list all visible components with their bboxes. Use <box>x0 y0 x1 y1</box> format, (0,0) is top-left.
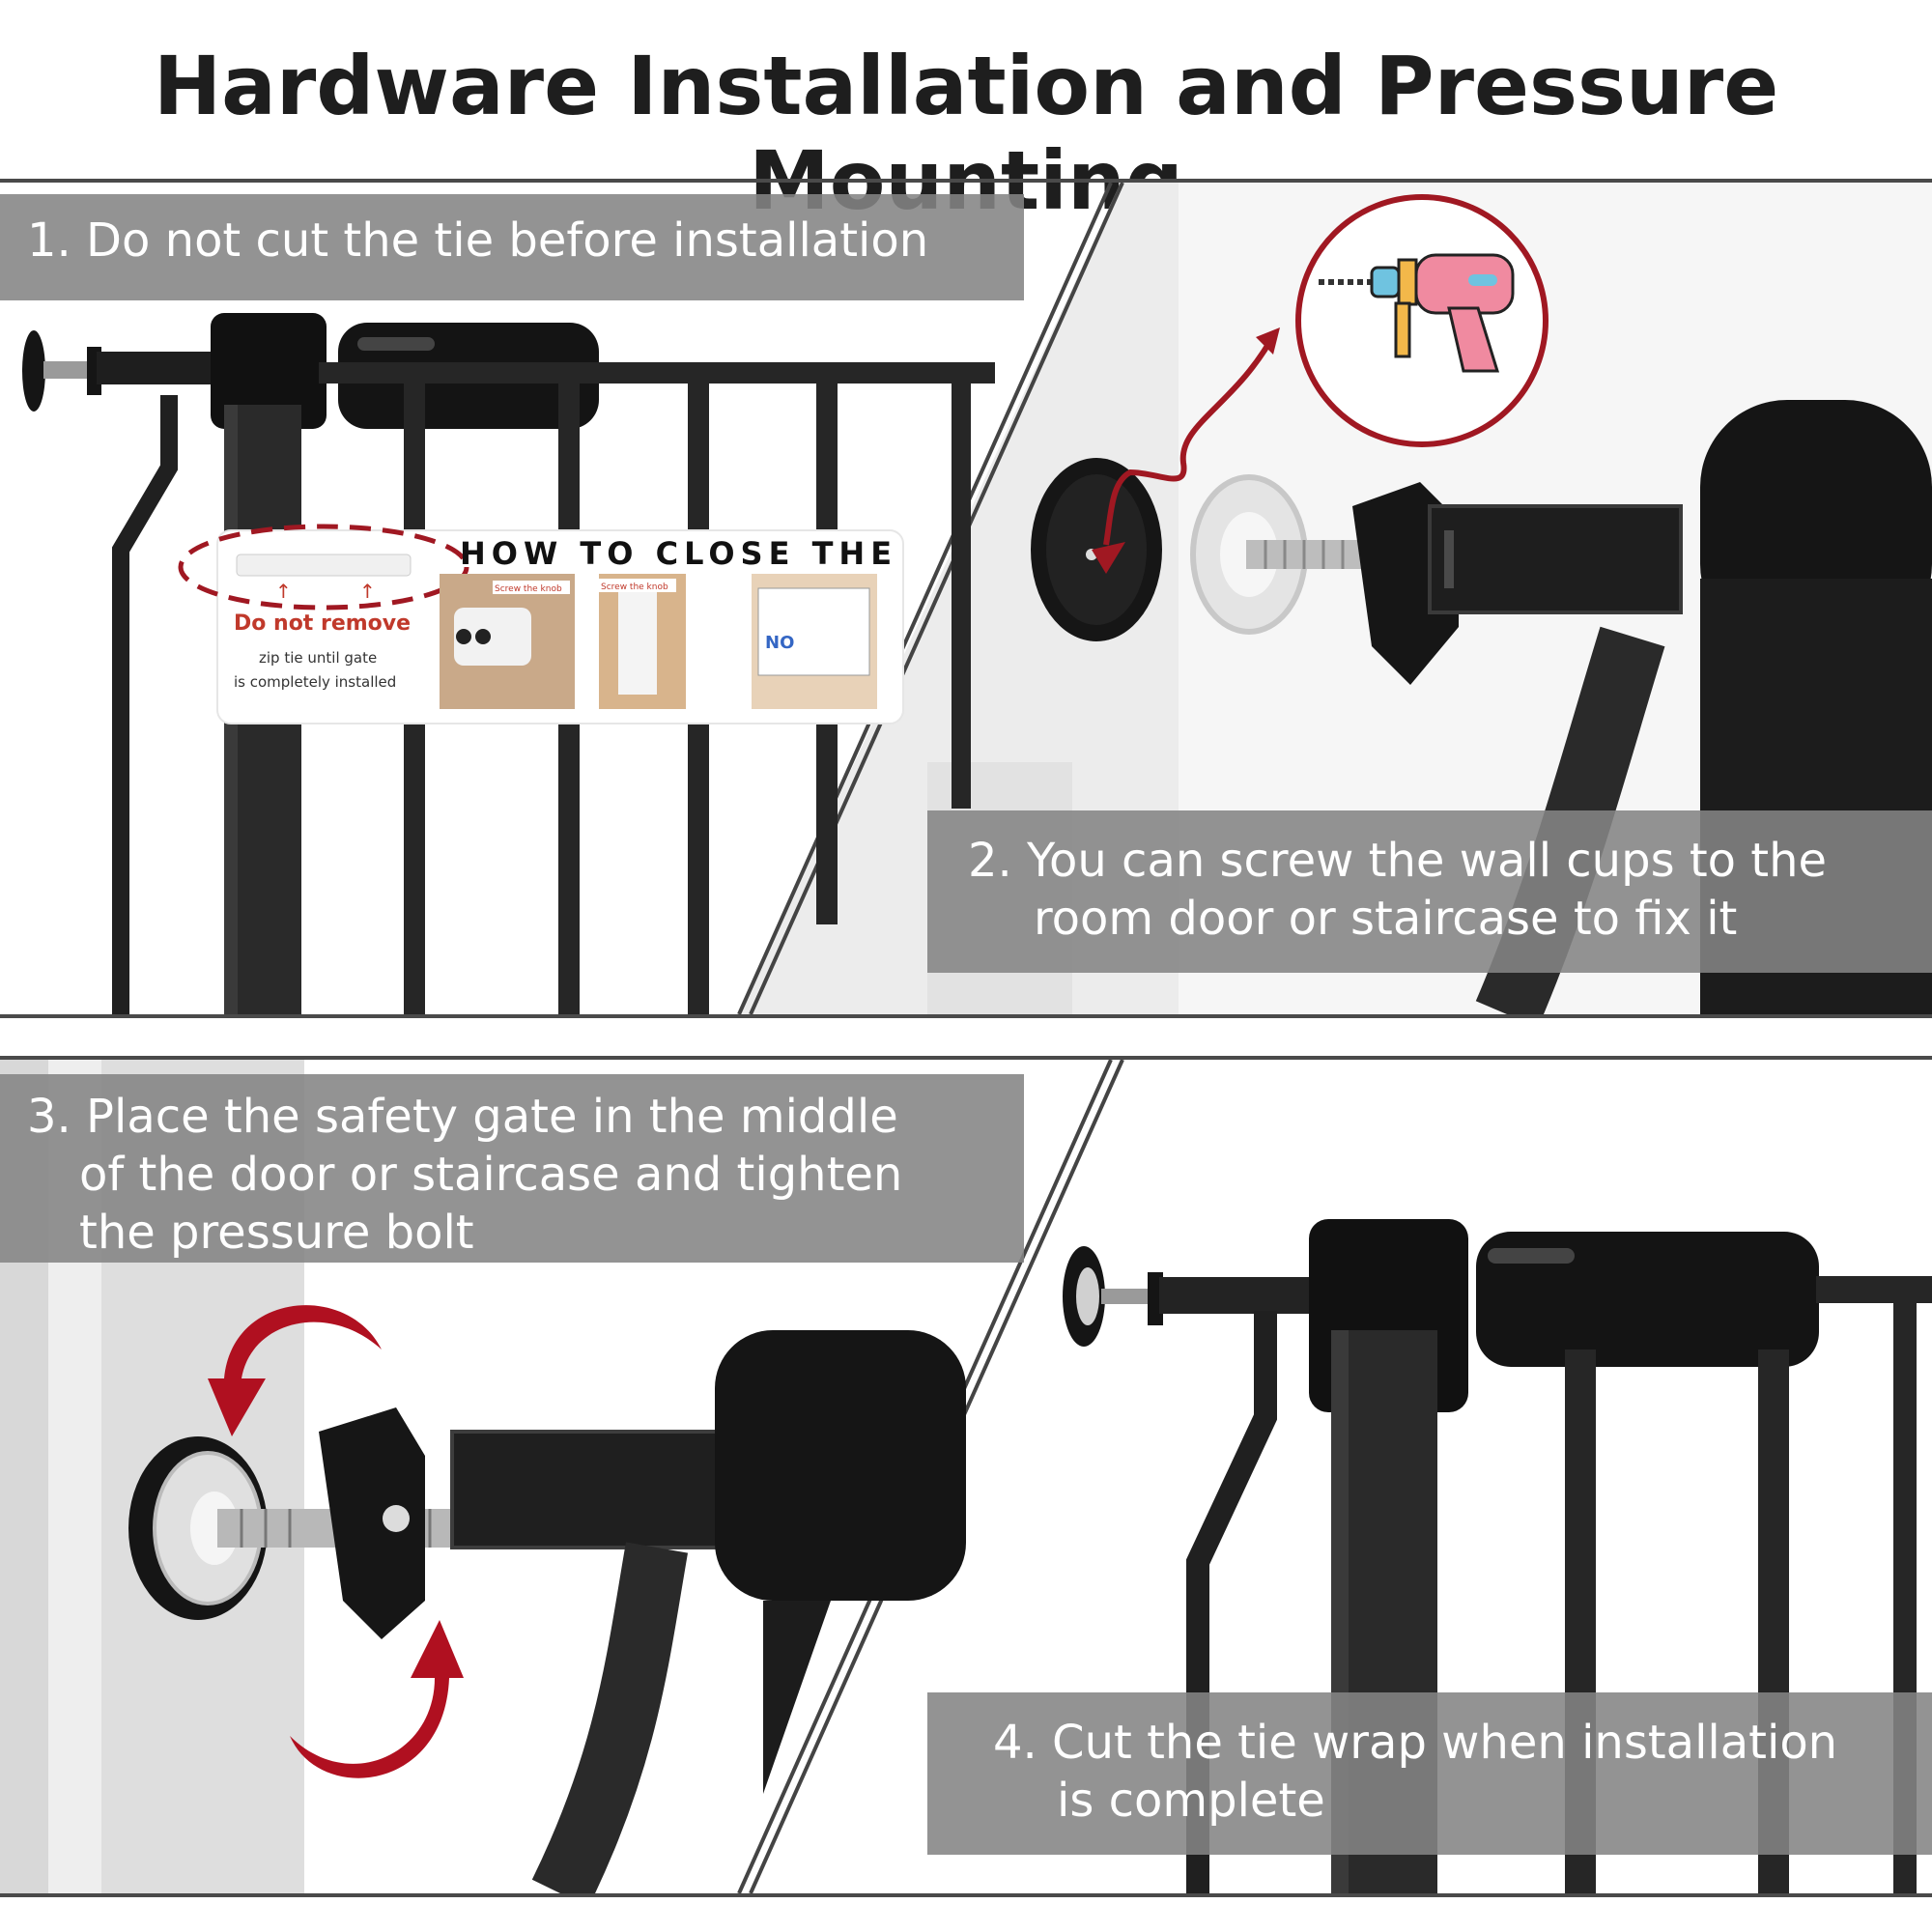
rotate-arrows-icon <box>208 1305 464 1778</box>
svg-text:↑: ↑ <box>275 580 292 603</box>
drill-icon <box>1319 253 1515 373</box>
step-3-line-3: the pressure bolt <box>79 1206 474 1260</box>
gate-top-left: ↑ ↑ Do not remove zip tie until gate is … <box>22 313 995 1014</box>
pressure-bolt-illustration <box>128 1305 966 1893</box>
tag-caption-2: Screw the knob <box>601 582 668 592</box>
step-4-caption: 4. Cut the tie wrap when installation is… <box>927 1692 1932 1855</box>
step-2-line-2: room door or staircase to fix it <box>1034 892 1738 946</box>
divider <box>0 179 1932 183</box>
divider <box>0 1014 1932 1018</box>
tag-heading: HOW TO CLOSE THE <box>460 535 897 572</box>
svg-text:↑: ↑ <box>359 580 376 603</box>
top-row: ↑ ↑ Do not remove zip tie until gate is … <box>0 183 1932 1014</box>
step-4-line-1: 4. Cut the tie wrap when installation <box>993 1716 1838 1770</box>
divider <box>0 1056 1932 1060</box>
step-3-caption: 3. Place the safety gate in the middle o… <box>0 1074 1024 1263</box>
step-1-caption: 1. Do not cut the tie before installatio… <box>0 194 1024 300</box>
tag-sub2: is completely installed <box>234 673 396 691</box>
tag-sub1: zip tie until gate <box>259 649 377 667</box>
divider <box>0 1893 1932 1897</box>
step-3-line-2: of the door or staircase and tighten <box>79 1148 903 1202</box>
step-3-line-1: 3. Place the safety gate in the middle <box>27 1090 898 1144</box>
bottom-row: 3. Place the safety gate in the middle o… <box>0 1060 1932 1893</box>
tag-caption-1: Screw the knob <box>495 584 562 594</box>
step-4-line-2: is complete <box>1057 1774 1325 1828</box>
curved-arrow-icon <box>1103 330 1278 546</box>
step-2-line-1: 2. You can screw the wall cups to the <box>968 834 1828 888</box>
tag-warning: Do not remove <box>234 611 411 636</box>
step-1-line-1: 1. Do not cut the tie before installatio… <box>27 213 929 268</box>
step-2-caption: 2. You can screw the wall cups to the ro… <box>927 810 1932 973</box>
tag-no-label: NO <box>765 633 794 653</box>
